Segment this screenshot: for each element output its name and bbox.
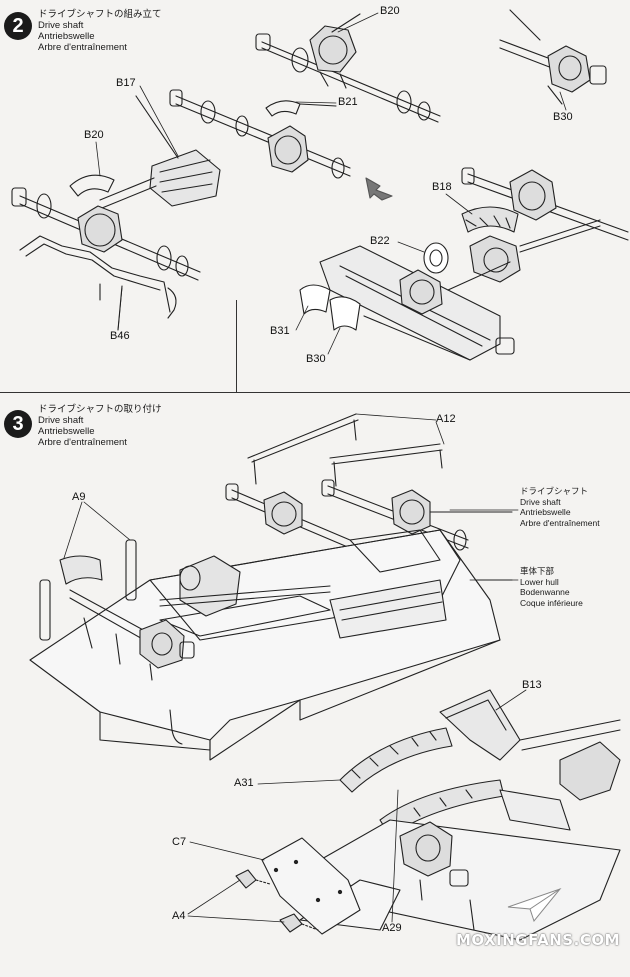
leader-lines bbox=[63, 12, 567, 923]
part-label: A29 bbox=[382, 922, 402, 934]
upper-rods-drawing bbox=[247, 413, 443, 487]
transfer-case-drawing bbox=[99, 95, 221, 209]
step-title-de: Antriebswelle bbox=[38, 426, 95, 437]
step-divider bbox=[0, 392, 630, 393]
part-label: A9 bbox=[72, 491, 86, 503]
note-de: Antriebswelle bbox=[520, 507, 571, 517]
direction-arrow bbox=[365, 177, 393, 201]
lower-left-axle-drawing bbox=[11, 174, 201, 331]
step-title: ドライブシャフトの組み立て Drive shaft Antriebswelle … bbox=[38, 9, 162, 53]
step-title-de: Antriebswelle bbox=[38, 31, 95, 42]
drive-shaft-note: ドライブシャフト Drive shaft Antriebswelle Arbre… bbox=[520, 486, 600, 528]
note-de: Bodenwanne bbox=[520, 587, 570, 597]
step3-axles-drawing bbox=[225, 479, 513, 581]
note-fr: Coque inférieure bbox=[520, 597, 583, 608]
note-jp: 車体下部 bbox=[520, 566, 555, 576]
lower-hull-note: 車体下部 Lower hull Bodenwanne Coque inférie… bbox=[520, 566, 583, 608]
step-number-badge: 2 bbox=[4, 12, 32, 40]
step-title-jp: ドライブシャフトの組み立て bbox=[38, 9, 162, 20]
note-fr: Arbre d'entraînement bbox=[520, 517, 600, 528]
step-title-fr: Arbre d'entraînement bbox=[38, 42, 127, 53]
part-label: B13 bbox=[522, 679, 542, 691]
part-label: B21 bbox=[338, 96, 358, 108]
step-title-fr: Arbre d'entraînement bbox=[38, 437, 127, 448]
detail-inset-drawing bbox=[499, 9, 607, 105]
right-assembly-drawing bbox=[299, 167, 629, 361]
part-label: C7 bbox=[172, 836, 187, 848]
part-label: B22 bbox=[370, 235, 390, 247]
part-label: A31 bbox=[234, 777, 254, 789]
part-label: B30 bbox=[553, 111, 573, 123]
part-label: B30 bbox=[306, 353, 326, 365]
step-title-jp: ドライブシャフトの取り付け bbox=[38, 404, 162, 415]
lower-hull-drawing bbox=[29, 529, 501, 761]
upper-axle-drawing bbox=[255, 13, 441, 123]
part-label: B20 bbox=[380, 5, 400, 17]
part-label: A12 bbox=[436, 413, 456, 425]
step-title: ドライブシャフトの取り付け Drive shaft Antriebswelle … bbox=[38, 404, 162, 448]
section-separator bbox=[236, 300, 237, 392]
part-label: B46 bbox=[110, 330, 130, 342]
part-label: B20 bbox=[84, 129, 104, 141]
note-jp: ドライブシャフト bbox=[520, 486, 589, 496]
part-label: B17 bbox=[116, 77, 136, 89]
note-en: Drive shaft bbox=[520, 496, 561, 507]
front-struts-drawing bbox=[39, 539, 195, 745]
watermark-text: MOXINGFANS.COM bbox=[455, 931, 620, 949]
watermark-logo-icon bbox=[507, 887, 562, 923]
middle-axle-drawing bbox=[169, 89, 351, 179]
part-label: B18 bbox=[432, 181, 452, 193]
note-en: Lower hull bbox=[520, 576, 559, 587]
part-label: B31 bbox=[270, 325, 290, 337]
part-label: A4 bbox=[172, 910, 186, 922]
step-number-badge: 3 bbox=[4, 410, 32, 438]
step-title-en: Drive shaft bbox=[38, 415, 84, 426]
step-title-en: Drive shaft bbox=[38, 20, 84, 31]
